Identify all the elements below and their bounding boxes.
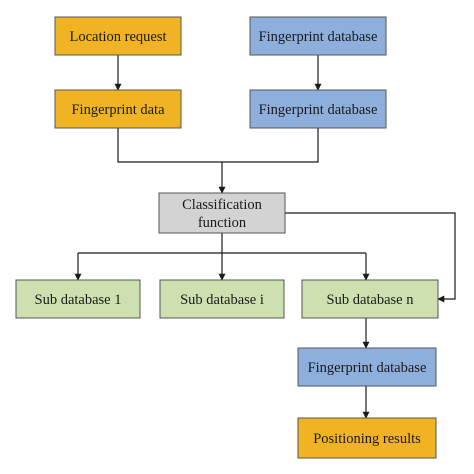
classification-function-label-line1: Classification [182,197,262,213]
sub-database-i-label: Sub database i [180,292,264,308]
fingerprint-database-bottom-label: Fingerprint database [308,360,427,376]
fingerprint-database-top-label: Fingerprint database [259,29,378,45]
node-sub-database-n: Sub database n [301,279,439,319]
fingerprint-database-mid-label: Fingerprint database [259,102,378,118]
sub-database-n-label: Sub database n [327,292,415,308]
edge-classification-side-to-sub-db-n [285,212,456,303]
node-sub-database-1: Sub database 1 [15,279,141,319]
edges [74,55,456,419]
fingerprint-data-box [54,89,182,129]
sub-database-n-box [301,279,439,319]
node-fingerprint-database-mid: Fingerprint database [249,89,387,129]
sub-database-1-label: Sub database 1 [35,292,122,308]
positioning-results-label: Positioning results [313,431,421,447]
node-location-request: Location request [54,16,182,56]
sub-database-i-box [159,279,285,319]
classification-function-box [158,192,286,234]
node-fingerprint-data: Fingerprint data [54,89,182,129]
node-classification-function: Classification function [158,192,286,234]
fingerprint-data-label: Fingerprint data [71,102,165,118]
fingerprint-database-bottom-box [297,347,437,387]
location-request-label: Location request [69,29,166,45]
node-positioning-results: Positioning results [297,417,437,459]
edge-fingerprint-data-merge [117,128,319,163]
node-fingerprint-database-bottom: Fingerprint database [297,347,437,387]
positioning-results-box [297,417,437,459]
node-sub-database-i: Sub database i [159,279,285,319]
sub-database-1-box [15,279,141,319]
fingerprint-database-top-box [249,16,387,56]
fingerprint-database-mid-box [249,89,387,129]
node-fingerprint-database-top: Fingerprint database [249,16,387,56]
classification-function-label-line2: function [198,215,247,231]
location-request-box [54,16,182,56]
